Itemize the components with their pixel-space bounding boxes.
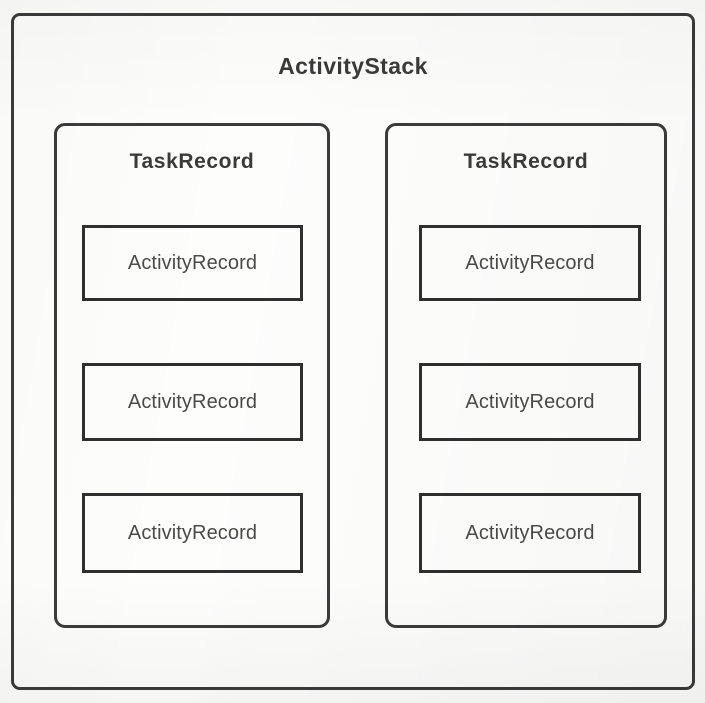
activity-record-box: ActivityRecord [419, 363, 641, 441]
activity-record-label: ActivityRecord [127, 390, 258, 413]
activity-record-box: ActivityRecord [419, 493, 641, 573]
activity-record-box: ActivityRecord [82, 225, 303, 301]
activity-record-label: ActivityRecord [127, 521, 258, 544]
activity-record-label: ActivityRecord [465, 521, 595, 544]
activity-record-label: ActivityRecord [127, 251, 258, 274]
activity-record-label: ActivityRecord [465, 251, 595, 274]
activity-record-label: ActivityRecord [465, 390, 595, 413]
task-record-title-1: TaskRecord [129, 150, 255, 173]
activity-record-box: ActivityRecord [419, 225, 641, 301]
task-record-container-1: TaskRecord [54, 123, 330, 628]
activity-stack-container: ActivityStack [11, 13, 695, 690]
activity-record-box: ActivityRecord [82, 493, 303, 573]
task-record-container-2: TaskRecord [385, 123, 667, 628]
task-record-title-2: TaskRecord [463, 150, 589, 173]
activity-stack-title: ActivityStack [278, 53, 428, 79]
activity-record-box: ActivityRecord [82, 363, 303, 441]
